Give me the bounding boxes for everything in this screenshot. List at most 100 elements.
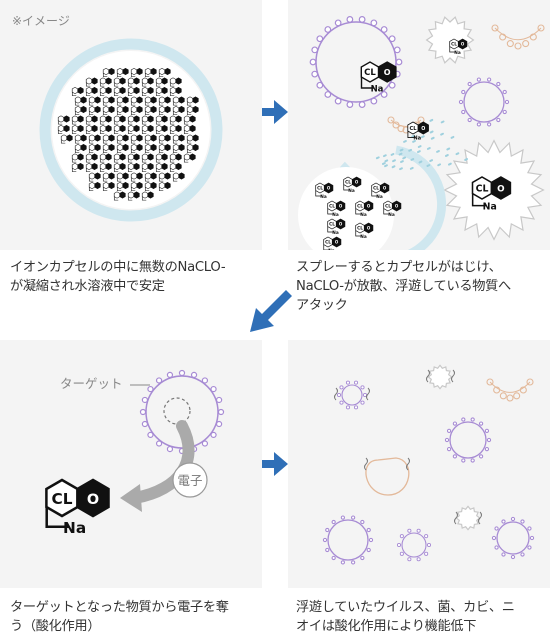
naclo-molecule xyxy=(71,162,84,172)
dense-molecule-cluster xyxy=(57,67,199,201)
svg-text:O: O xyxy=(339,222,343,227)
naclo-molecule xyxy=(88,105,101,115)
naclo-molecule xyxy=(57,115,70,125)
naclo-molecule xyxy=(99,115,112,125)
naclo-molecule xyxy=(144,172,157,182)
naclo-molecule xyxy=(130,143,143,153)
caption-line: オイは酸化作用により機能低下 xyxy=(296,619,477,634)
naclo-molecule xyxy=(130,96,143,106)
naclo-molecule xyxy=(116,105,129,115)
caption-line: 浮遊していたウイルス、菌、カビ、ニ xyxy=(296,600,515,615)
naclo-molecule xyxy=(113,124,126,134)
svg-text:O: O xyxy=(497,185,505,195)
naclo-molecule xyxy=(102,96,115,106)
caption-burst: スプレーするとカプセルがはじけ、 NaCLO-が放散、浮遊している物質へ アタッ… xyxy=(296,258,548,315)
naclo-molecule xyxy=(158,181,171,191)
caption-deactivated: 浮遊していたウイルス、菌、カビ、ニ オイは酸化作用により機能低下 xyxy=(296,598,548,636)
naclo-molecule xyxy=(141,162,154,172)
svg-text:Na: Na xyxy=(348,188,355,194)
naclo-molecule xyxy=(144,134,157,144)
naclo-molecule xyxy=(113,86,126,96)
naclo-molecule xyxy=(144,143,157,153)
virus-purple-small xyxy=(458,77,510,127)
panel-capsule: ※イメージ xyxy=(0,0,262,250)
naclo-molecule xyxy=(127,86,140,96)
caption-line: イオンカプセルの中に無数のNaCLO- xyxy=(10,260,226,275)
naclo-molecule xyxy=(74,134,87,144)
caption-line: う（酸化作用） xyxy=(10,619,101,634)
naclo-molecule xyxy=(186,96,199,106)
naclo-molecule xyxy=(186,134,199,144)
target-virus xyxy=(139,369,225,455)
naclo-molecule xyxy=(141,124,154,134)
naclo-molecule xyxy=(88,96,101,106)
caption-line: スプレーするとカプセルがはじけ、 xyxy=(296,260,502,275)
naclo-molecule xyxy=(141,191,154,201)
naclo-molecule xyxy=(155,86,168,96)
naclo-molecule xyxy=(116,67,129,77)
naclo-molecule: CL ONa xyxy=(355,200,374,218)
naclo-molecule xyxy=(186,105,199,115)
naclo-molecule xyxy=(99,77,112,87)
naclo-molecule xyxy=(85,124,98,134)
naclo-molecule xyxy=(186,143,199,153)
naclo-molecule xyxy=(183,115,196,125)
naclo-molecule xyxy=(99,153,112,163)
naclo-molecule xyxy=(144,96,157,106)
naclo-molecule xyxy=(71,153,84,163)
target-label: ターゲット xyxy=(60,376,123,391)
naclo-molecule xyxy=(116,96,129,106)
svg-text:Na: Na xyxy=(483,201,497,212)
naclo-molecule xyxy=(183,124,196,134)
naclo-molecule xyxy=(85,86,98,96)
svg-text:Na: Na xyxy=(371,85,384,95)
germ-blob xyxy=(365,457,410,496)
ion-capsule-illustration xyxy=(39,38,223,222)
panel-deactivated: 浮遊していたウイルス、菌、カビ、ニ オイは酸化作用により機能低下 xyxy=(288,340,550,634)
naclo-molecule xyxy=(116,172,129,182)
svg-text:CL: CL xyxy=(329,204,335,210)
naclo-molecule xyxy=(74,143,87,153)
virus-purple-large xyxy=(309,16,403,108)
svg-text:O: O xyxy=(395,204,399,209)
naclo-molecule xyxy=(172,105,185,115)
electron-badge xyxy=(172,462,208,498)
naclo-molecule xyxy=(172,134,185,144)
svg-text:CL: CL xyxy=(317,186,323,192)
naclo-molecule xyxy=(141,86,154,96)
naclo-molecule xyxy=(155,162,168,172)
svg-text:CL: CL xyxy=(364,68,376,78)
spiky-germ-small xyxy=(425,16,475,64)
naclo-molecule xyxy=(183,153,196,163)
naclo-molecule xyxy=(71,115,84,125)
svg-text:O: O xyxy=(87,492,99,508)
electron-dashed-circle xyxy=(163,397,191,425)
svg-text:Na: Na xyxy=(360,212,367,218)
naclo-molecule xyxy=(130,105,143,115)
svg-text:Na: Na xyxy=(328,248,335,250)
naclo-molecule xyxy=(158,172,171,182)
svg-text:O: O xyxy=(461,42,465,47)
naclo-molecule xyxy=(102,67,115,77)
svg-text:O: O xyxy=(335,240,339,245)
arrow-diagonal xyxy=(250,290,292,332)
naclo-molecule xyxy=(74,105,87,115)
naclo-molecule xyxy=(127,191,140,201)
naclo-molecule xyxy=(155,115,168,125)
naclo-molecule xyxy=(158,67,171,77)
svg-text:O: O xyxy=(339,204,343,209)
naclo-molecule xyxy=(130,181,143,191)
svg-text:O: O xyxy=(367,204,371,209)
caption-oxidation: ターゲットとなった物質から電子を奪 う（酸化作用） xyxy=(10,598,260,636)
svg-text:CL: CL xyxy=(357,204,363,210)
virus xyxy=(309,16,403,108)
